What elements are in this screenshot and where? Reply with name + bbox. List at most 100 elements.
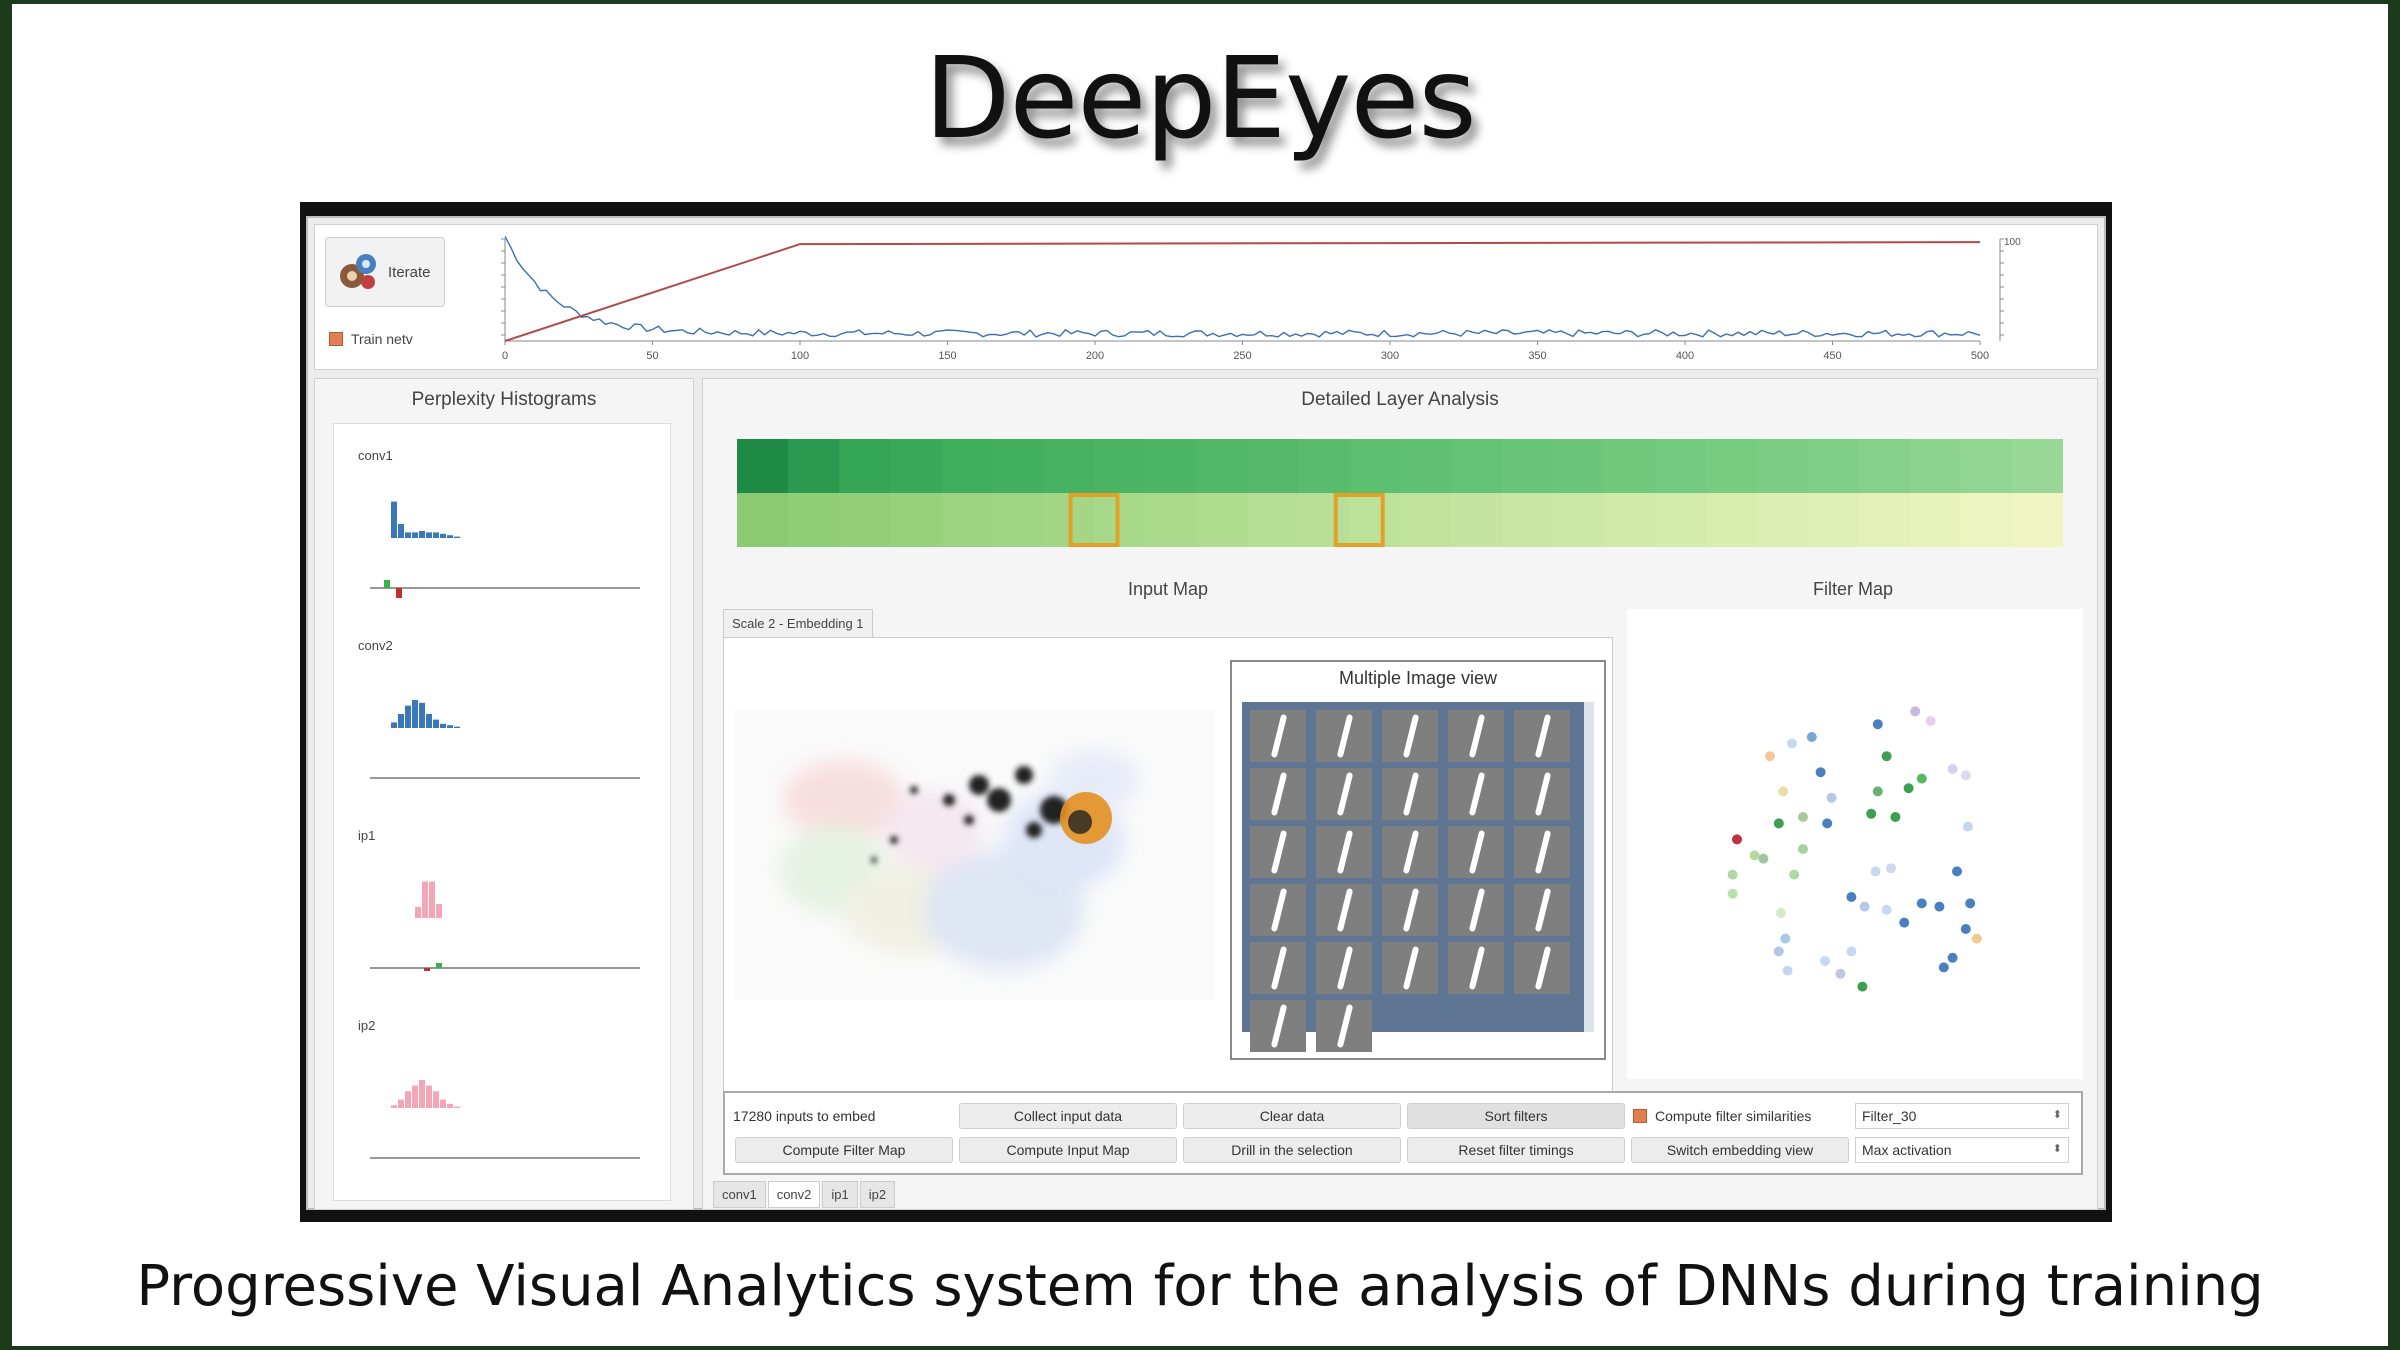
filter-point[interactable] <box>1815 767 1826 778</box>
heat-cell[interactable] <box>992 493 1044 547</box>
heat-cell[interactable] <box>1910 493 1962 547</box>
heat-cell[interactable] <box>1094 493 1146 547</box>
filter-point[interactable] <box>1960 924 1971 934</box>
heat-cell[interactable] <box>1298 493 1350 547</box>
digit-thumbnail[interactable] <box>1448 768 1504 820</box>
heat-cell[interactable] <box>1502 439 1554 493</box>
sort-filters-button[interactable]: Sort filters <box>1407 1103 1625 1129</box>
heat-cell[interactable] <box>1655 439 1707 493</box>
heat-cell[interactable] <box>1859 439 1911 493</box>
digit-thumbnail[interactable] <box>1514 942 1570 994</box>
filter-point[interactable] <box>1749 850 1760 861</box>
filter-point[interactable] <box>1798 844 1808 854</box>
heat-cell[interactable] <box>1400 439 1452 493</box>
filter-point[interactable] <box>1872 786 1883 797</box>
filter-point[interactable] <box>1881 904 1892 915</box>
filter-point[interactable] <box>1971 933 1982 944</box>
filter-point[interactable] <box>1773 818 1784 829</box>
heat-cell[interactable] <box>1043 439 1095 493</box>
heat-cell[interactable] <box>1145 439 1197 493</box>
filter-point[interactable] <box>1789 869 1800 880</box>
digit-thumbnail[interactable] <box>1382 884 1438 936</box>
filter-point[interactable] <box>1934 901 1945 912</box>
digit-thumbnail[interactable] <box>1448 884 1504 936</box>
filter-point[interactable] <box>1846 892 1857 902</box>
digit-thumbnail[interactable] <box>1448 942 1504 994</box>
filter-point[interactable] <box>1859 901 1870 912</box>
filter-point[interactable] <box>1866 808 1877 819</box>
similarities-checkbox[interactable] <box>1633 1109 1647 1123</box>
digit-thumbnail[interactable] <box>1448 826 1504 878</box>
filter-point[interactable] <box>1938 962 1949 973</box>
filter-point[interactable] <box>1732 834 1742 845</box>
input-map-scatter[interactable] <box>734 710 1214 1000</box>
filter-point[interactable] <box>1899 917 1910 928</box>
heat-cell[interactable] <box>788 493 840 547</box>
digit-thumbnail[interactable] <box>1316 942 1372 994</box>
digit-thumbnail[interactable] <box>1316 710 1372 762</box>
filter-point[interactable] <box>1903 783 1914 794</box>
filter-point[interactable] <box>1881 751 1892 762</box>
compute-filter-map-button[interactable]: Compute Filter Map <box>735 1137 953 1163</box>
heat-cell[interactable] <box>1502 493 1554 547</box>
heat-cell[interactable] <box>890 493 942 547</box>
filter-point[interactable] <box>1963 821 1973 832</box>
filter-point[interactable] <box>1778 786 1789 797</box>
heat-cell[interactable] <box>1757 439 1809 493</box>
reset-filter-timings-button[interactable]: Reset filter timings <box>1407 1137 1625 1163</box>
heat-cell[interactable] <box>2012 493 2063 547</box>
heat-cell[interactable] <box>839 493 891 547</box>
digit-thumbnail[interactable] <box>1514 826 1570 878</box>
filter-point[interactable] <box>1776 908 1786 918</box>
digit-thumbnail[interactable] <box>1250 768 1306 820</box>
heat-cell[interactable] <box>1757 493 1809 547</box>
activation-select[interactable]: Max activation ⬍ <box>1855 1137 2069 1163</box>
tab-ip1[interactable]: ip1 <box>822 1181 858 1208</box>
compute-input-map-button[interactable]: Compute Input Map <box>959 1137 1177 1163</box>
clear-data-button[interactable]: Clear data <box>1183 1103 1401 1129</box>
filter-map-scatter[interactable] <box>1627 609 2083 1079</box>
filter-point[interactable] <box>1782 965 1793 976</box>
heat-cell[interactable] <box>1808 439 1860 493</box>
filter-point[interactable] <box>1910 706 1921 717</box>
collect-input-data-button[interactable]: Collect input data <box>959 1103 1177 1129</box>
digit-thumbnail[interactable] <box>1316 1000 1372 1052</box>
heat-cell[interactable] <box>1247 439 1299 493</box>
heat-cell[interactable] <box>1298 439 1350 493</box>
digit-thumbnail[interactable] <box>1514 768 1570 820</box>
digit-thumbnail[interactable] <box>1382 768 1438 820</box>
heat-cell[interactable] <box>1145 493 1197 547</box>
filter-point[interactable] <box>1765 751 1775 762</box>
filter-point[interactable] <box>1727 869 1738 880</box>
heat-cell[interactable] <box>1604 439 1656 493</box>
heat-cell[interactable] <box>1553 439 1605 493</box>
filter-point[interactable] <box>1947 764 1958 774</box>
heat-cell[interactable] <box>1196 439 1248 493</box>
filter-select[interactable]: Filter_30 ⬍ <box>1855 1103 2069 1129</box>
filter-point[interactable] <box>1916 898 1927 909</box>
filter-point[interactable] <box>1806 732 1817 742</box>
compute-filter-similarities-toggle[interactable]: Compute filter similarities <box>1633 1103 1811 1129</box>
filter-activation-heatmap[interactable] <box>737 439 2063 547</box>
heat-cell[interactable] <box>1604 493 1656 547</box>
filter-point[interactable] <box>1826 792 1837 803</box>
filter-point[interactable] <box>1727 888 1738 899</box>
heat-cell[interactable] <box>1706 439 1758 493</box>
heat-cell[interactable] <box>1451 439 1503 493</box>
digit-thumbnail[interactable] <box>1382 710 1438 762</box>
filter-point[interactable] <box>1835 968 1846 979</box>
miv-scrollbar[interactable] <box>1584 702 1594 1032</box>
digit-thumbnail[interactable] <box>1250 884 1306 936</box>
digit-thumbnail[interactable] <box>1316 768 1372 820</box>
digit-thumbnail[interactable] <box>1514 884 1570 936</box>
tab-conv1[interactable]: conv1 <box>713 1181 766 1208</box>
digit-thumbnail[interactable] <box>1250 1000 1306 1052</box>
heat-cell[interactable] <box>1196 493 1248 547</box>
digit-thumbnail[interactable] <box>1382 942 1438 994</box>
filter-point[interactable] <box>1820 956 1830 966</box>
drill-selection-button[interactable]: Drill in the selection <box>1183 1137 1401 1163</box>
digit-thumbnail[interactable] <box>1316 884 1372 936</box>
heat-cell[interactable] <box>941 493 993 547</box>
heat-cell[interactable] <box>788 439 840 493</box>
heat-cell[interactable] <box>1247 493 1299 547</box>
